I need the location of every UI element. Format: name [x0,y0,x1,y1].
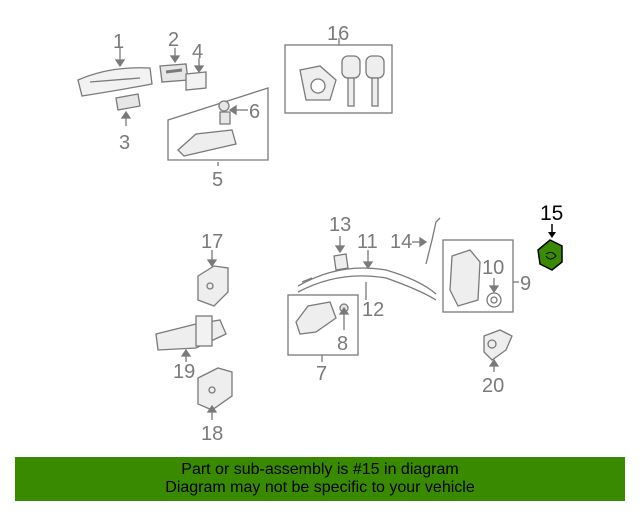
callout-12: 12 [362,299,384,321]
callout-19: 19 [173,361,195,383]
part-15-highlighted [537,224,563,271]
part-17-hinge-upper [197,250,229,307]
callout-9: 9 [520,273,531,295]
callout-3: 3 [119,132,130,154]
callout-8: 8 [337,333,348,355]
part-4-gasket [185,58,207,91]
banner-line-1: Part or sub-assembly is #15 in diagram [181,461,459,478]
part-16-lock-cylinder-box [284,38,393,114]
callout-4: 4 [192,41,203,63]
part-14-rod [412,217,441,265]
part-5-handle-frame-box [167,87,269,166]
callout-18: 18 [201,423,223,445]
part-18-hinge-lower [197,367,233,420]
callout-13: 13 [329,214,351,236]
part-13-clip [333,236,349,271]
part-20-switch [483,329,513,372]
part-19-door-check [155,315,227,362]
part-3-escutcheon [115,93,141,126]
part-7-inside-handle-box [287,294,359,362]
info-banner: Part or sub-assembly is #15 in diagram D… [15,457,625,501]
part-11-12-cables [297,250,437,301]
callout-7: 7 [316,363,327,385]
banner-line-2: Diagram may not be specific to your vehi… [165,479,475,496]
callout-17: 17 [201,231,223,253]
callout-2: 2 [168,29,179,51]
part-2-handle-cover [159,48,189,83]
callout-6: 6 [249,101,260,123]
part-9-latch-box [442,239,519,313]
callout-1: 1 [113,31,124,53]
callout-10: 10 [482,257,504,279]
callout-16: 16 [327,23,349,45]
part-1-outside-handle [77,48,153,97]
callout-11: 11 [357,231,378,253]
callout-20: 20 [482,375,504,397]
callout-15: 15 [540,202,563,225]
callout-5: 5 [212,169,223,191]
callout-14: 14 [390,231,412,253]
